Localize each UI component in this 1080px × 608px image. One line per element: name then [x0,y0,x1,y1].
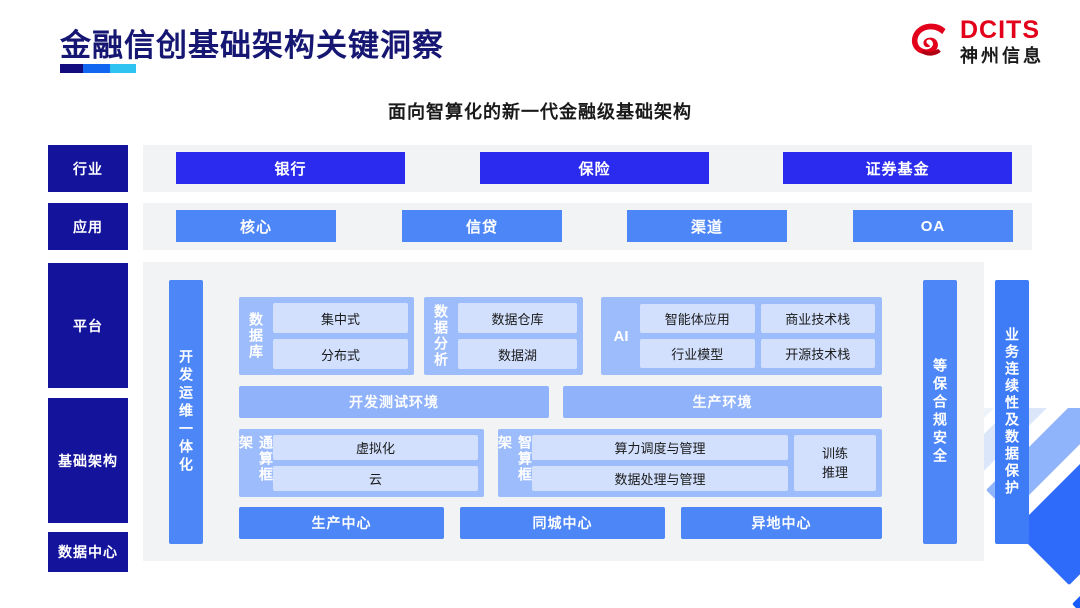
cell-opensource-stack[interactable]: 开源技术栈 [760,339,875,368]
architecture-panel: 开发运维一体化 数据库 集中式 分布式 数据分析 数据仓库 数据湖 AI 智能体… [143,262,984,561]
application-item-channel[interactable]: 渠道 [627,210,787,242]
env-dev-test[interactable]: 开发测试环境 [239,386,549,418]
cell-compute-scheduling[interactable]: 算力调度与管理 [532,435,788,460]
application-row: 应用 核心 信贷 渠道 OA [48,203,1032,250]
row-label-infrastructure: 基础架构 [48,398,128,523]
title-underline-rule [60,64,136,73]
cell-virtualization[interactable]: 虚拟化 [273,435,478,460]
group-label-data-analysis: 数据分析 [433,304,449,368]
cell-distributed[interactable]: 分布式 [273,339,408,369]
cell-data-warehouse[interactable]: 数据仓库 [458,303,577,333]
group-label-general-compute: 通算框架 [238,435,274,483]
cell-commercial-stack[interactable]: 商业技术栈 [760,304,875,333]
group-label-ai-compute: 智算框架 [497,435,533,483]
industry-item-insurance[interactable]: 保险 [480,152,709,184]
application-item-credit[interactable]: 信贷 [402,210,562,242]
cell-industry-model[interactable]: 行业模型 [640,339,755,368]
page-title: 金融信创基础架构关键洞察 [60,28,444,63]
group-label-ai: AI [613,327,629,345]
group-ai-compute-framework: 智算框架 算力调度与管理 数据处理与管理 训练 推理 [497,429,882,497]
group-data-analysis: 数据分析 数据仓库 数据湖 [424,297,583,375]
logo-cn-text: 神州信息 [960,46,1044,66]
env-production[interactable]: 生产环境 [563,386,882,418]
devops-vertical-bar[interactable]: 开发运维一体化 [169,280,203,544]
business-continuity-bar[interactable]: 业务连续性及数据保护 [995,280,1029,544]
row-label-application: 应用 [48,203,128,250]
group-ai: AI 智能体应用 商业技术栈 行业模型 开源技术栈 [601,297,882,375]
center-same-city[interactable]: 同城中心 [460,507,665,539]
cell-infer-label: 推理 [821,465,848,480]
application-item-oa[interactable]: OA [853,210,1013,242]
cell-data-processing[interactable]: 数据处理与管理 [532,466,788,491]
group-general-compute-framework: 通算框架 虚拟化 云 [238,429,484,497]
security-compliance-bar[interactable]: 等保合规安全 [923,280,957,544]
group-label-database: 数据库 [248,312,264,360]
cell-agent-application[interactable]: 智能体应用 [640,304,755,333]
application-item-core[interactable]: 核心 [176,210,336,242]
dcits-swirl-icon [911,23,946,56]
row-label-datacenter: 数据中心 [48,532,128,572]
brand-logo: DCITS 神州信息 [905,18,1044,65]
industry-band: 银行 保险 证券基金 [143,145,1032,192]
cell-train-infer[interactable]: 训练 推理 [794,435,876,491]
row-label-platform: 平台 [48,263,128,388]
industry-row: 行业 银行 保险 证券基金 [48,145,1032,192]
cell-train-label: 训练 [821,445,848,461]
industry-item-securities-fund[interactable]: 证券基金 [783,152,1012,184]
cell-centralized[interactable]: 集中式 [273,303,408,333]
center-remote[interactable]: 异地中心 [681,507,882,539]
application-band: 核心 信贷 渠道 OA [143,203,1032,250]
subtitle: 面向智算化的新一代金融级基础架构 [388,102,692,122]
logo-en-text: DCITS [960,16,1040,44]
group-database: 数据库 集中式 分布式 [239,297,414,375]
cell-cloud[interactable]: 云 [273,466,478,491]
row-label-industry: 行业 [48,145,128,192]
center-production[interactable]: 生产中心 [239,507,444,539]
cell-data-lake[interactable]: 数据湖 [458,339,577,369]
industry-item-bank[interactable]: 银行 [176,152,405,184]
